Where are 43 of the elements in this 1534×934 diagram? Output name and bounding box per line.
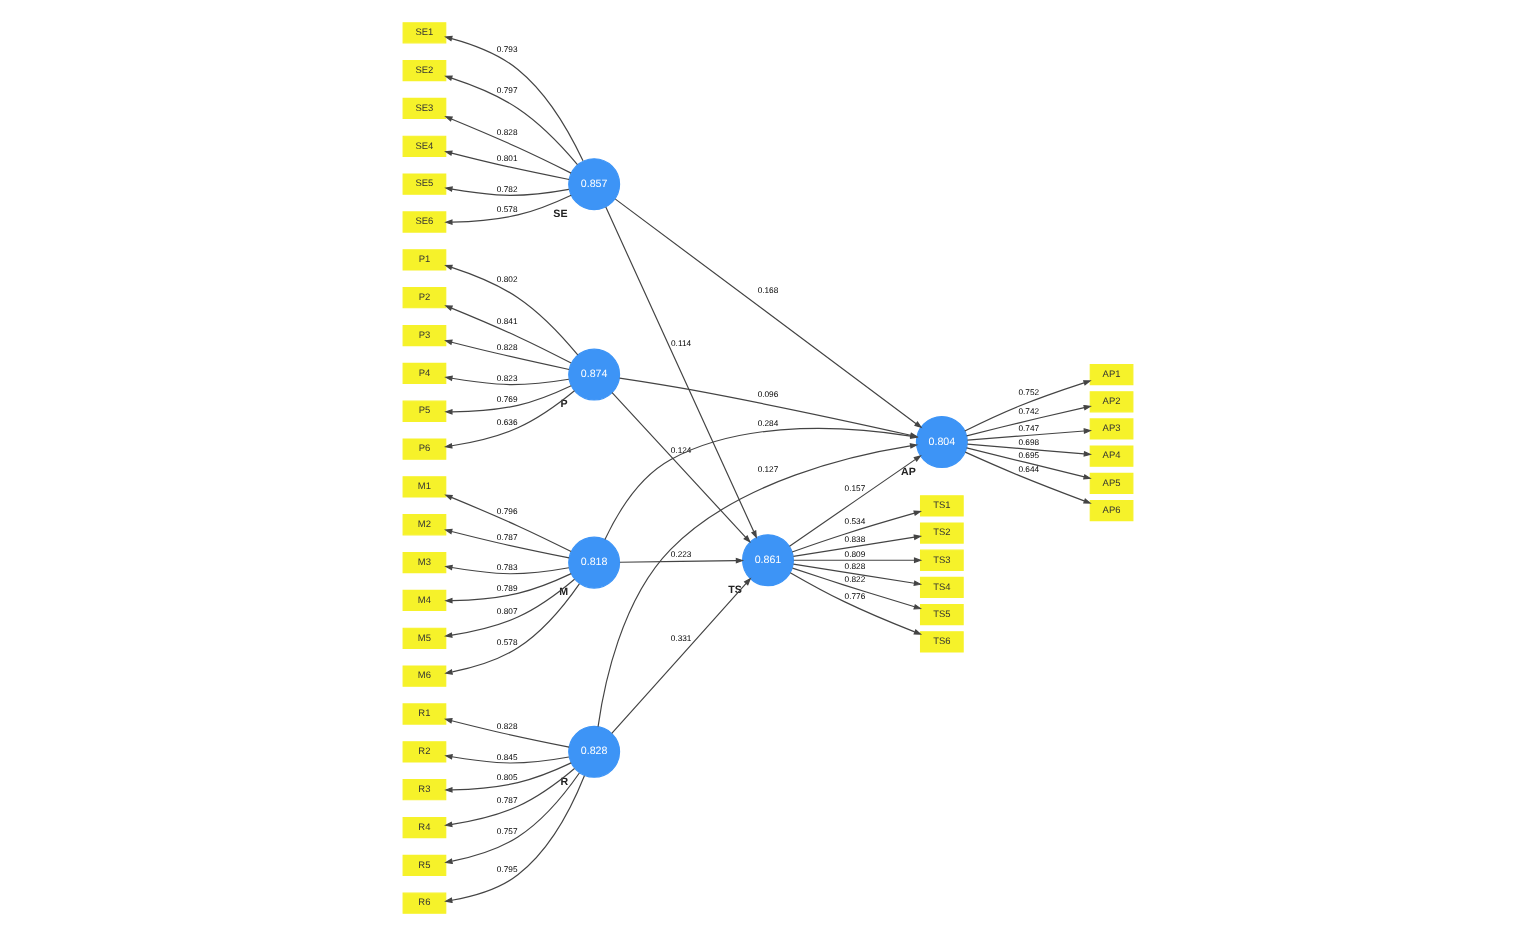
arrow [604, 205, 756, 538]
arrow [443, 263, 578, 355]
arrow [792, 556, 922, 563]
arrow [965, 446, 1091, 479]
arrow [443, 527, 569, 558]
arrow [790, 566, 921, 609]
arrow [443, 149, 569, 180]
arrow [443, 752, 569, 763]
arrow [443, 389, 575, 448]
arrow [443, 384, 571, 414]
arrow [965, 403, 1091, 436]
arrow [613, 197, 922, 428]
arrow [443, 493, 571, 552]
arrow [791, 562, 922, 586]
arrow [443, 74, 578, 165]
arrow [610, 391, 750, 543]
arrow [610, 576, 751, 734]
arrow [443, 338, 569, 370]
arrow [790, 509, 921, 552]
arrow [443, 563, 569, 574]
arrow [443, 185, 569, 195]
arrow [443, 761, 571, 792]
arrow [965, 442, 1091, 456]
arrow [443, 374, 569, 385]
arrow [963, 379, 1091, 431]
arrow [443, 34, 583, 161]
arrow [443, 193, 571, 225]
arrow [443, 771, 579, 863]
arrow [791, 533, 922, 556]
arrow [443, 577, 575, 637]
arrow [443, 572, 571, 603]
arrow [965, 427, 1091, 440]
arrow [443, 717, 569, 747]
arrow [443, 582, 579, 674]
arrow [963, 450, 1091, 503]
arrow [618, 556, 744, 563]
arrow [443, 766, 575, 827]
arrow [788, 571, 922, 634]
arrow [443, 304, 571, 363]
arrow [596, 442, 918, 727]
arrow [787, 454, 921, 546]
arrow [443, 774, 584, 902]
arrow [443, 115, 571, 173]
